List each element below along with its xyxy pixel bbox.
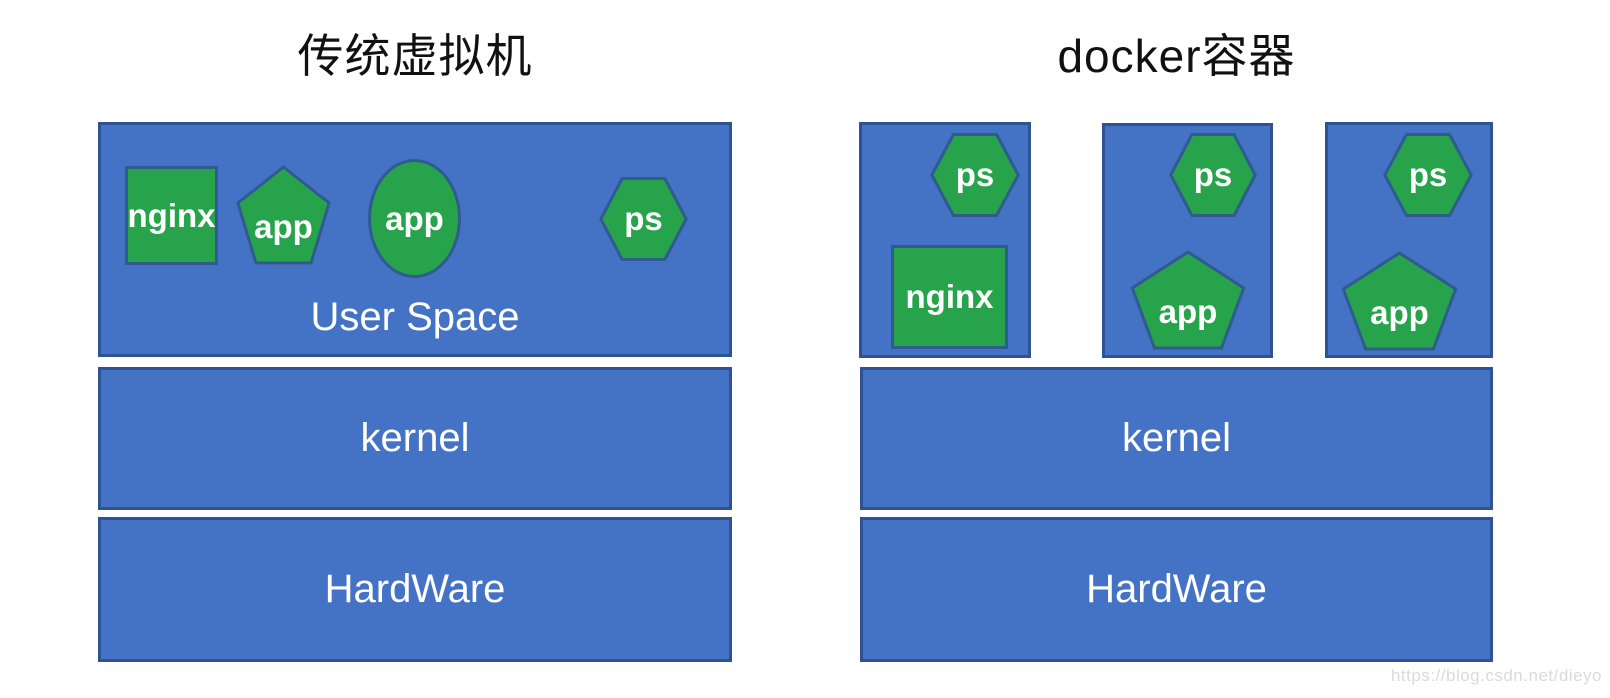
pentagon-shape-icon — [1341, 251, 1458, 351]
vm-user-space-box: nginx app app ps User Space — [98, 122, 732, 357]
docker-kernel-box: kernel — [860, 367, 1493, 510]
docker-container-3-box: ps app — [1325, 122, 1493, 358]
kernel-label: kernel — [360, 416, 470, 460]
process-label: ps — [1408, 156, 1448, 193]
process-label: app — [1370, 294, 1429, 331]
process-label: ps — [1193, 156, 1233, 193]
hardware-label: HardWare — [1086, 567, 1267, 611]
process-label: app — [254, 208, 313, 245]
process-label: nginx — [127, 196, 216, 234]
container2-process-ps-hexagon: ps — [1169, 131, 1257, 219]
vm-hardware-box: HardWare — [98, 517, 732, 662]
vm-title: 传统虚拟机 — [297, 30, 533, 82]
vm-kernel-box: kernel — [98, 367, 732, 510]
hexagon-shape-icon — [1169, 131, 1257, 219]
watermark-url: https://blog.csdn.net/dieyo — [1390, 666, 1602, 685]
hexagon-shape-icon — [930, 131, 1020, 219]
process-label: app — [1158, 293, 1218, 330]
vm-process-nginx-square: nginx — [125, 166, 218, 265]
container3-process-app-pentagon: app — [1341, 251, 1458, 351]
container3-process-ps-hexagon: ps — [1383, 131, 1473, 219]
process-label: nginx — [905, 278, 994, 315]
container2-process-app-pentagon: app — [1130, 250, 1246, 350]
process-label: ps — [624, 200, 663, 237]
docker-container-2-box: ps app — [1102, 123, 1273, 358]
user-space-label: User Space — [310, 295, 520, 339]
vm-process-app-pentagon: app — [236, 165, 331, 265]
docker-title: docker容器 — [1057, 30, 1296, 82]
process-label: app — [385, 199, 444, 237]
container1-process-ps-hexagon: ps — [930, 131, 1020, 219]
process-label: ps — [955, 156, 995, 193]
vm-process-ps-hexagon: ps — [599, 175, 688, 263]
vm-process-app-circle: app — [368, 159, 461, 278]
pentagon-shape-icon — [236, 165, 331, 265]
docker-hardware-box: HardWare — [860, 517, 1493, 662]
hexagon-shape-icon — [1383, 131, 1473, 219]
hexagon-shape-icon — [599, 175, 688, 263]
docker-container-1-box: ps nginx — [859, 122, 1031, 358]
hardware-label: HardWare — [324, 567, 506, 611]
container1-process-nginx-square: nginx — [891, 245, 1008, 349]
kernel-label: kernel — [1122, 416, 1231, 460]
pentagon-shape-icon — [1130, 250, 1246, 350]
